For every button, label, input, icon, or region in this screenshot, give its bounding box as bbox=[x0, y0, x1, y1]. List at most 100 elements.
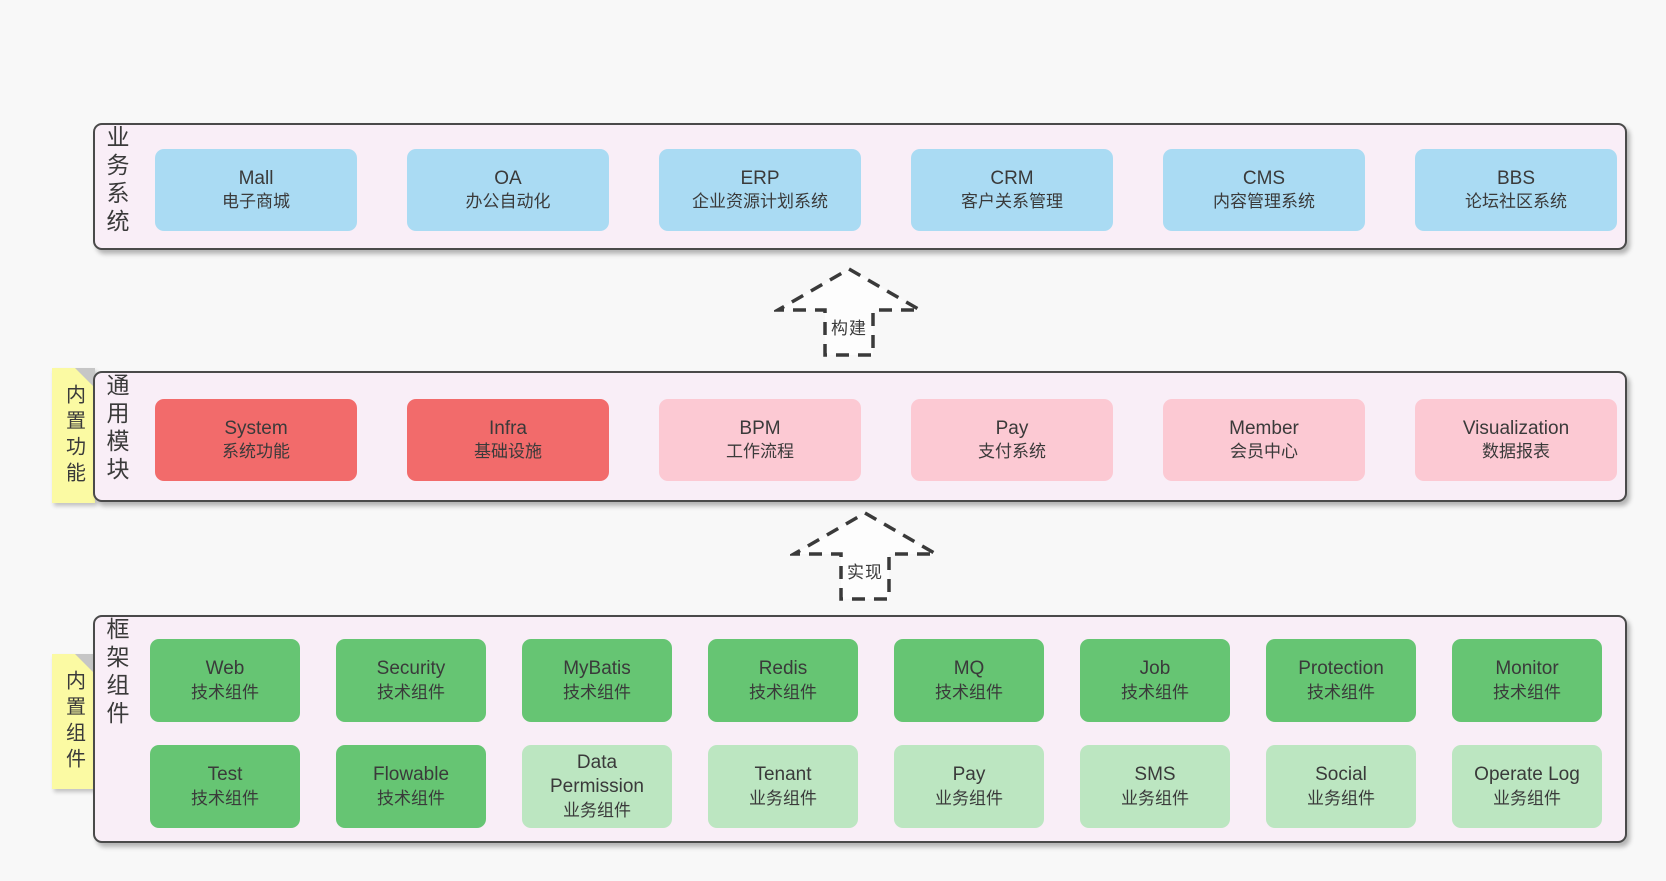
module-name: Data Permission bbox=[550, 751, 644, 798]
module-subtitle: 业务组件 bbox=[935, 788, 1003, 808]
module-subtitle: 技术组件 bbox=[1307, 682, 1375, 702]
module-subtitle: 业务组件 bbox=[1307, 788, 1375, 808]
module-subtitle: 支付系统 bbox=[978, 442, 1046, 462]
layer-label: 通用模块 bbox=[103, 373, 129, 485]
module-name: ERP bbox=[740, 167, 780, 189]
arrow-label: 实现 bbox=[844, 557, 886, 584]
module-name: Member bbox=[1229, 417, 1299, 439]
module-box: OA 办公自动化 bbox=[407, 149, 609, 231]
module-name: Pay bbox=[995, 417, 1029, 439]
module-subtitle: 技术组件 bbox=[1121, 682, 1189, 702]
up-arrow-implement: 实现 bbox=[790, 510, 940, 602]
module-name: Pay bbox=[952, 764, 986, 786]
module-box: CMS 内容管理系统 bbox=[1163, 149, 1365, 231]
sticky-tag-label: 内置功能 bbox=[62, 383, 85, 488]
module-subtitle: 技术组件 bbox=[1493, 682, 1561, 702]
layer-label: 业务系统 bbox=[103, 125, 129, 237]
module-subtitle: 业务组件 bbox=[1493, 788, 1561, 808]
module-name: Mall bbox=[238, 167, 274, 189]
module-subtitle: 技术组件 bbox=[563, 682, 631, 702]
module-subtitle: 技术组件 bbox=[377, 788, 445, 808]
module-name: System bbox=[224, 417, 288, 439]
sticky-tag-label: 内置组件 bbox=[62, 669, 85, 774]
dashed-up-arrow-icon bbox=[774, 266, 924, 357]
module-name: Social bbox=[1315, 764, 1367, 786]
module-name: Web bbox=[205, 658, 245, 680]
module-subtitle: 企业资源计划系统 bbox=[692, 192, 828, 212]
module-box: Visualization 数据报表 bbox=[1415, 399, 1617, 481]
module-subtitle: 数据报表 bbox=[1482, 442, 1550, 462]
arrow-label: 构建 bbox=[828, 313, 870, 340]
module-subtitle: 技术组件 bbox=[377, 682, 445, 702]
module-name: Operate Log bbox=[1474, 764, 1580, 786]
up-arrow-build: 构建 bbox=[774, 266, 924, 358]
module-name: Security bbox=[376, 658, 446, 680]
folded-corner-icon bbox=[75, 368, 95, 388]
module-subtitle: 论坛社区系统 bbox=[1465, 192, 1567, 212]
module-subtitle: 业务组件 bbox=[1121, 788, 1189, 808]
module-name: Flowable bbox=[372, 764, 450, 786]
module-box: Infra 基础设施 bbox=[407, 399, 609, 481]
module-subtitle: 工作流程 bbox=[726, 442, 794, 462]
module-name: Infra bbox=[488, 417, 528, 439]
module-subtitle: 业务组件 bbox=[563, 801, 631, 821]
folded-corner-icon bbox=[75, 654, 95, 674]
module-box: Mall 电子商城 bbox=[155, 149, 357, 231]
module-box: ERP 企业资源计划系统 bbox=[659, 149, 861, 231]
sticky-tag-built-in-features: 内置功能 bbox=[52, 368, 95, 503]
module-name: Tenant bbox=[754, 764, 812, 786]
module-subtitle: 电子商城 bbox=[222, 192, 290, 212]
module-subtitle: 技术组件 bbox=[749, 682, 817, 702]
module-name: Monitor bbox=[1495, 658, 1559, 680]
layer-panel-common-modules: 通用模块 System 系统功能 Infra 基础设施 BPM 工作流程 Pay 支付系统 Me… bbox=[93, 371, 1627, 502]
module-name: MQ bbox=[953, 658, 985, 680]
module-subtitle: 系统功能 bbox=[222, 442, 290, 462]
layer-boxes: System 系统功能 Infra 基础设施 BPM 工作流程 Pay 支付系统 Member 会… bbox=[155, 399, 1617, 481]
module-name: Job bbox=[1139, 658, 1171, 680]
module-name: Test bbox=[207, 764, 243, 786]
module-subtitle: 技术组件 bbox=[191, 682, 259, 702]
module-subtitle: 客户关系管理 bbox=[961, 192, 1063, 212]
module-subtitle: 技术组件 bbox=[191, 788, 259, 808]
module-box: System 系统功能 bbox=[155, 399, 357, 481]
module-subtitle: 业务组件 bbox=[749, 788, 817, 808]
module-subtitle: 会员中心 bbox=[1230, 442, 1298, 462]
module-subtitle: 技术组件 bbox=[935, 682, 1003, 702]
module-box: BPM 工作流程 bbox=[659, 399, 861, 481]
module-name: MyBatis bbox=[563, 658, 631, 680]
module-box: Data Permission 业务组件 bbox=[522, 745, 672, 828]
module-name: BBS bbox=[1496, 167, 1536, 189]
module-name: OA bbox=[494, 167, 522, 189]
module-subtitle: 内容管理系统 bbox=[1213, 192, 1315, 212]
module-box: Pay 支付系统 bbox=[911, 399, 1113, 481]
module-name: Redis bbox=[758, 658, 808, 680]
module-name: SMS bbox=[1134, 764, 1176, 786]
module-name: BPM bbox=[739, 417, 781, 439]
sticky-tag-built-in-components: 内置组件 bbox=[52, 654, 95, 789]
module-name: Visualization bbox=[1462, 417, 1570, 439]
module-name: CMS bbox=[1242, 167, 1286, 189]
module-subtitle: 基础设施 bbox=[474, 442, 542, 462]
module-box: BBS 论坛社区系统 bbox=[1415, 149, 1617, 231]
module-subtitle: 办公自动化 bbox=[465, 192, 551, 212]
layer-label: 框架组件 bbox=[103, 617, 129, 729]
module-box: Member 会员中心 bbox=[1163, 399, 1365, 481]
